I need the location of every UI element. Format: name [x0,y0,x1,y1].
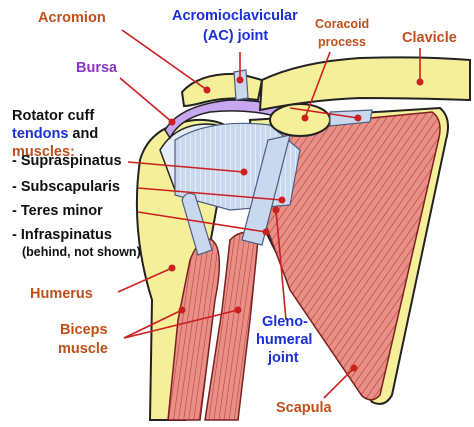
label-rotator-line2: tendons and [12,126,98,142]
biceps-tendon-short [241,134,291,246]
label-gleno-line2: humeral [256,332,312,348]
clavicle-bone [258,56,471,112]
label-teres-minor: - Teres minor [12,203,103,219]
label-gleno-line1: Gleno- [262,314,308,330]
label-humerus: Humerus [30,286,93,302]
label-ac-joint-line2: (AC) joint [203,28,268,44]
biceps-tendon-long [181,192,213,256]
label-scapula: Scapula [276,400,333,416]
label-biceps-line2: muscle [58,341,108,357]
label-infraspinatus: - Infraspinatus [12,227,112,243]
label-rotator-and: and [68,126,98,142]
ac-joint-capsule [233,69,249,101]
label-clavicle: Clavicle [402,30,457,46]
label-acromion: Acromion [38,10,106,26]
label-supraspinatus: - Supraspinatus [12,153,122,169]
label-rotator-muscles: muscles: [12,144,75,160]
label-gleno-line3: joint [267,350,299,366]
subscapularis-muscle [261,111,441,401]
label-coracoid-line2: process [318,35,366,49]
coracoacromial-ligament [329,109,373,127]
label-rotator-line1: Rotator cuff [12,108,94,124]
label-infraspinatus-note: (behind, not shown) [22,245,141,259]
label-bursa: Bursa [76,60,118,76]
leader-lines [117,29,424,399]
label-biceps-line1: Biceps [60,322,108,338]
label-rotator-tendons: tendons [12,126,68,142]
label-coracoid-line1: Coracoid [315,17,369,31]
label-subscapularis: - Subscapularis [12,179,120,195]
label-ac-joint-line1: Acromioclavicular [172,8,298,24]
